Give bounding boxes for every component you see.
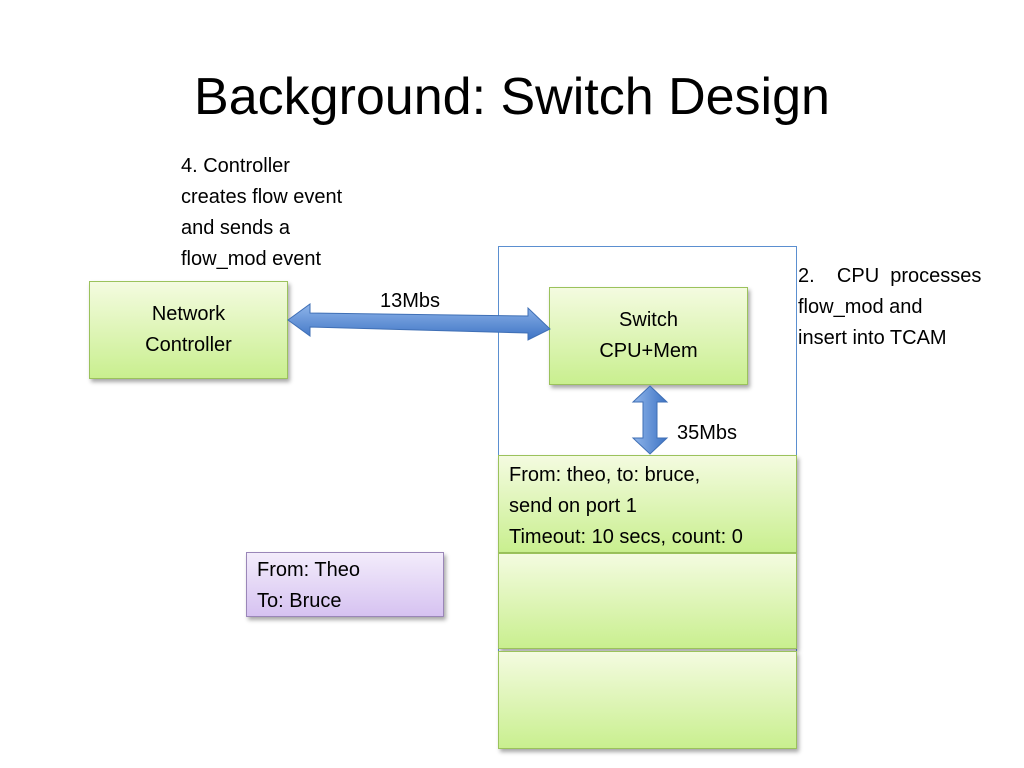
tcam-entry-line: Timeout: 10 secs, count: 0	[509, 526, 743, 548]
note-line: insert into TCAM	[798, 327, 947, 349]
note-line: 2. CPU processes	[798, 265, 982, 287]
packet-line: To: Bruce	[257, 590, 342, 612]
packet-box: From: Theo To: Bruce	[246, 552, 444, 617]
tcam-entry-line: send on port 1	[509, 495, 637, 517]
note-line: and sends a	[181, 217, 290, 239]
node-label-line: Switch	[619, 309, 678, 331]
network-controller-node: Network Controller	[89, 281, 288, 379]
tcam-entry: From: theo, to: bruce, send on port 1 Ti…	[498, 455, 797, 553]
node-label-line: CPU+Mem	[599, 340, 698, 362]
note-line: flow_mod and	[798, 296, 923, 318]
note-line: creates flow event	[181, 186, 343, 208]
note-line: 4. Controller	[181, 155, 290, 177]
controller-switch-bandwidth-label: 13Mbs	[380, 290, 441, 312]
controller-step-note: 4. Controller creates flow event and sen…	[181, 151, 342, 275]
controller-switch-arrow	[287, 303, 551, 341]
tcam-entry	[498, 651, 797, 749]
node-label-line: Controller	[145, 334, 232, 356]
node-label-line: Network	[151, 303, 226, 325]
packet-line: From: Theo	[257, 559, 360, 581]
cpu-tcam-arrow	[631, 385, 669, 455]
slide-title: Background: Switch Design	[194, 68, 830, 126]
switch-cpu-node: Switch CPU+Mem	[549, 287, 748, 385]
cpu-tcam-bandwidth-label: 35Mbs	[677, 422, 738, 444]
cpu-step-note: 2. CPU processes flow_mod and insert int…	[798, 261, 981, 354]
tcam-entry-line: From: theo, to: bruce,	[509, 464, 701, 486]
note-line: flow_mod event	[181, 248, 322, 270]
tcam-entry	[498, 553, 797, 649]
